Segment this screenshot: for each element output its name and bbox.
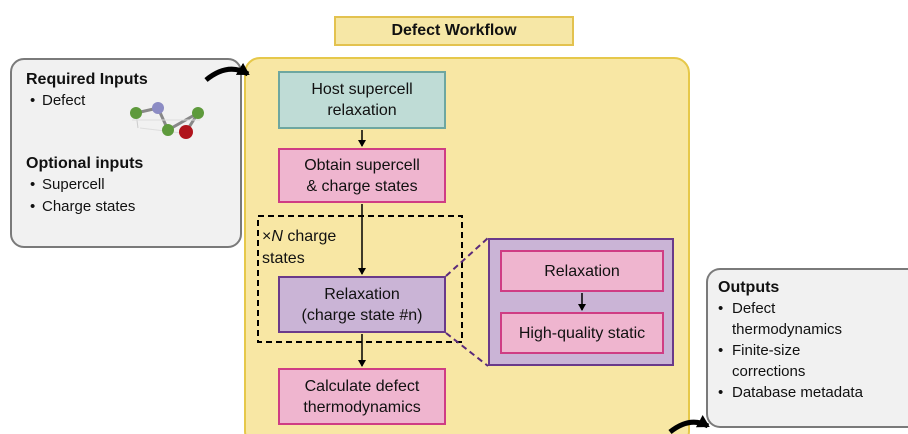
sub-static-text: High-quality static	[518, 324, 646, 342]
host-line1: Host supercell	[311, 81, 413, 98]
bullet-dot: •	[30, 198, 36, 215]
workflow-title-text: Defect Workflow	[391, 22, 517, 39]
bullet-dot: •	[30, 176, 36, 193]
output-finite-line1: Finite-size	[732, 342, 801, 359]
optional-input-charge-states: Charge states	[42, 198, 136, 215]
outputs-panel: Outputs • Defect thermodynamics • Finite…	[706, 268, 908, 428]
output-item: • Defect thermodynamics	[718, 298, 898, 340]
sub-relaxation-box: Relaxation	[500, 250, 664, 292]
calculate-thermodynamics-box: Calculate defect thermodynamics	[278, 368, 446, 425]
charge-state-loop-box	[257, 215, 463, 343]
optional-input-item: • Supercell	[26, 174, 226, 196]
bullet-dot: •	[30, 92, 36, 109]
output-database-metadata: Database metadata	[732, 384, 863, 401]
optional-input-item: • Charge states	[26, 196, 226, 218]
host-line2: relaxation	[327, 102, 397, 119]
calc-line1: Calculate defect	[304, 377, 420, 395]
obtain-supercell-box: Obtain supercell & charge states	[278, 148, 446, 203]
relax-box-text: Relaxation (charge state #n)	[302, 284, 423, 326]
zoom-line-bottom	[445, 332, 489, 367]
output-item-text: Defect thermodynamics	[732, 298, 842, 340]
optional-inputs-heading: Optional inputs	[26, 155, 144, 172]
loop-prefix: ×	[262, 228, 272, 245]
curved-arrow-icon	[204, 62, 250, 82]
output-defect-line1: Defect	[732, 300, 776, 317]
loop-variable: N	[271, 228, 283, 245]
obtain-line1: Obtain supercell	[304, 156, 420, 174]
required-inputs-heading: Required Inputs	[26, 71, 148, 88]
high-quality-static-box: High-quality static	[500, 312, 664, 354]
workflow-title: Defect Workflow	[334, 16, 574, 46]
bullet-dot: •	[718, 300, 724, 317]
bullet-dot: •	[718, 342, 724, 359]
output-item: • Database metadata	[718, 382, 898, 403]
loop-line2: states	[262, 250, 305, 267]
curved-arrow-icon	[668, 415, 710, 434]
bullet-dot: •	[718, 384, 724, 401]
inputs-panel: Required Inputs •Defect Optional inputs …	[10, 58, 242, 248]
charge-loop-label: ×N charge states	[262, 226, 344, 270]
calc-box-text: Calculate defect thermodynamics	[303, 376, 420, 418]
output-finite-line2: corrections	[732, 363, 806, 380]
relaxation-charge-state-box: Relaxation (charge state #n)	[278, 276, 446, 333]
calc-line2: thermodynamics	[303, 398, 421, 416]
outputs-heading: Outputs	[718, 279, 780, 296]
relax-line2: (charge state #n)	[301, 306, 423, 324]
obtain-box-text: Obtain supercell & charge states	[304, 155, 420, 197]
sub-relax-text: Relaxation	[544, 262, 620, 280]
required-input-item: • Defect	[26, 90, 226, 112]
obtain-line2: & charge states	[306, 177, 418, 195]
required-input-defect: Defect	[42, 92, 86, 109]
loop-suffix: charge	[282, 228, 337, 245]
relax-line1: Relaxation	[324, 285, 400, 303]
host-supercell-relaxation-box: Host supercell relaxation	[278, 71, 446, 129]
optional-input-supercell: Supercell	[42, 176, 105, 193]
zoom-line-top	[445, 237, 489, 277]
output-item: • Finite-size corrections	[718, 340, 898, 382]
defect-structure-icon	[130, 102, 204, 139]
output-defect-line2: thermodynamics	[732, 321, 843, 338]
host-box-text: Host supercell relaxation	[311, 79, 412, 121]
output-item-text: Finite-size corrections	[732, 340, 805, 382]
